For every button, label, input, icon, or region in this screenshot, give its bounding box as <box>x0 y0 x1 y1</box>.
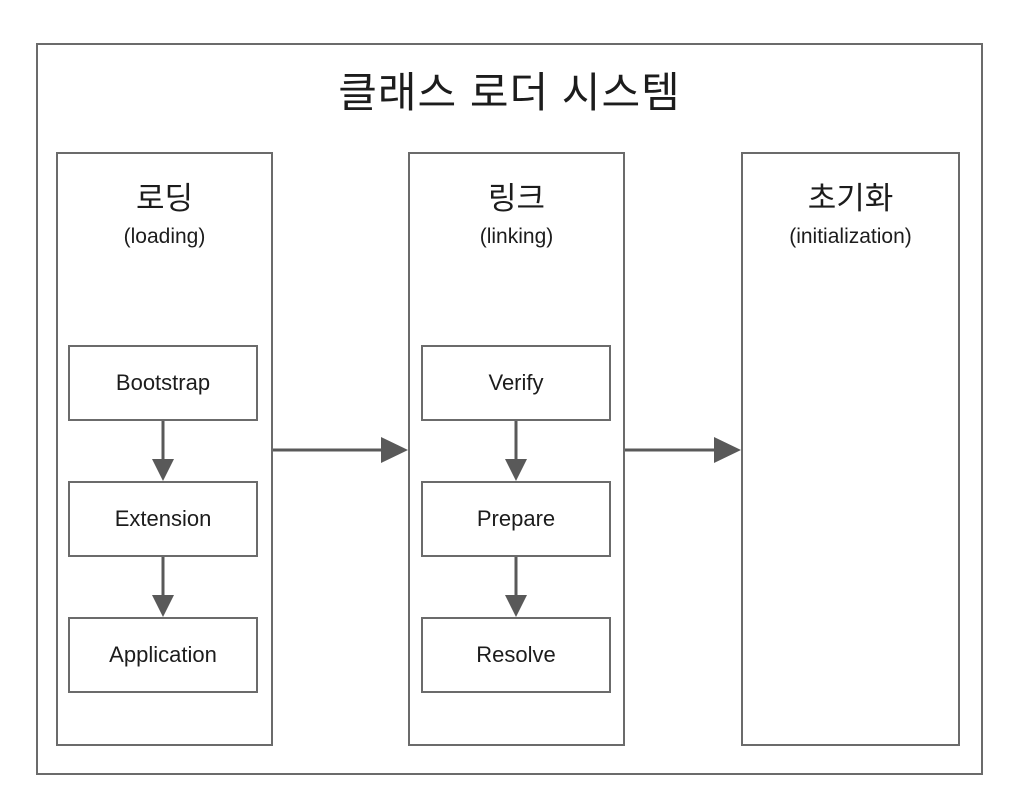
phase-container-initialization: 초기화 (initialization) <box>741 152 960 746</box>
step-label-resolve: Resolve <box>476 642 556 667</box>
phase-title-en-linking: (linking) <box>479 224 554 248</box>
step-box-prepare: Prepare <box>421 481 611 557</box>
phase-title-ko-linking: 링크 <box>487 181 546 216</box>
step-box-resolve: Resolve <box>421 617 611 693</box>
phase-title-ko-initialization: 초기화 <box>807 181 894 216</box>
diagram-title: 클래스 로더 시스템 <box>338 69 681 116</box>
phase-header-loading: 로딩 (loading) <box>58 180 271 250</box>
step-box-bootstrap: Bootstrap <box>68 345 258 421</box>
step-box-verify: Verify <box>421 345 611 421</box>
phase-title-ko-loading: 로딩 <box>135 181 194 216</box>
phase-header-initialization: 초기화 (initialization) <box>743 180 958 250</box>
phase-title-en-loading: (loading) <box>123 224 206 248</box>
step-box-application: Application <box>68 617 258 693</box>
step-label-extension: Extension <box>114 506 212 531</box>
phase-header-linking: 링크 (linking) <box>410 180 623 250</box>
step-box-extension: Extension <box>68 481 258 557</box>
step-label-prepare: Prepare <box>476 506 556 531</box>
phase-title-en-initialization: (initialization) <box>789 224 912 248</box>
step-label-bootstrap: Bootstrap <box>115 370 211 395</box>
step-label-verify: Verify <box>488 370 544 395</box>
step-label-application: Application <box>109 642 217 667</box>
